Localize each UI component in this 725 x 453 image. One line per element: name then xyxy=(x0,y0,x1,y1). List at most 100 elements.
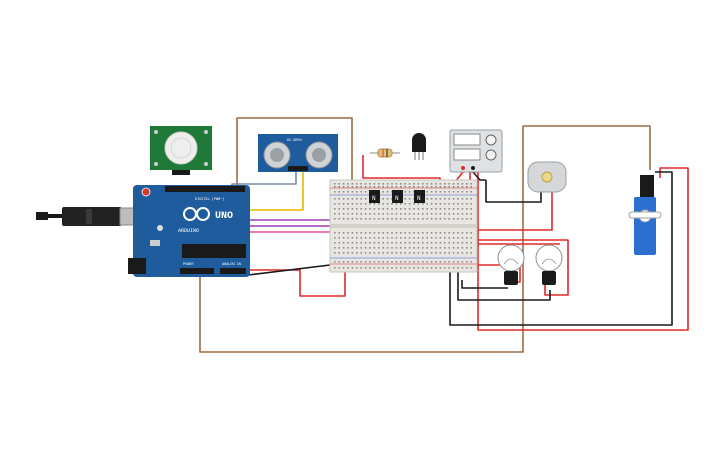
breadboard-hole[interactable] xyxy=(382,203,384,205)
breadboard-hole[interactable] xyxy=(386,183,389,185)
breadboard-hole[interactable] xyxy=(439,203,442,205)
breadboard-hole[interactable] xyxy=(382,252,384,254)
breadboard-hole[interactable] xyxy=(338,252,340,254)
breadboard-hole[interactable] xyxy=(461,232,464,234)
breadboard-hole[interactable] xyxy=(422,203,424,205)
breadboard-hole[interactable] xyxy=(347,198,349,200)
breadboard-hole[interactable] xyxy=(364,237,367,239)
breadboard-hole[interactable] xyxy=(408,186,411,188)
breadboard-hole[interactable] xyxy=(382,267,384,269)
breadboard-hole[interactable] xyxy=(404,252,406,254)
breadboard-hole[interactable] xyxy=(408,208,411,210)
breadboard-hole[interactable] xyxy=(426,191,428,193)
breadboard-hole[interactable] xyxy=(386,252,389,254)
breadboard-hole[interactable] xyxy=(356,218,358,220)
breadboard-hole[interactable] xyxy=(413,218,415,220)
breadboard-hole[interactable] xyxy=(378,237,380,239)
breadboard-hole[interactable] xyxy=(439,208,442,210)
breadboard-hole[interactable] xyxy=(373,267,376,269)
breadboard-hole[interactable] xyxy=(391,242,393,244)
breadboard-hole[interactable] xyxy=(452,213,455,215)
ultrasonic-sensor[interactable]: HC-SR04 xyxy=(258,134,338,172)
breadboard-hole[interactable] xyxy=(360,183,362,185)
breadboard-hole[interactable] xyxy=(457,237,459,239)
breadboard-hole[interactable] xyxy=(470,198,472,200)
breadboard-hole[interactable] xyxy=(426,183,428,185)
breadboard-hole[interactable] xyxy=(417,237,420,239)
breadboard-hole[interactable] xyxy=(373,208,376,210)
breadboard-hole[interactable] xyxy=(430,183,433,185)
breadboard-hole[interactable] xyxy=(470,183,472,185)
pir-sensor[interactable] xyxy=(150,126,212,175)
breadboard-hole[interactable] xyxy=(338,186,340,188)
breadboard-hole[interactable] xyxy=(413,261,415,263)
breadboard-hole[interactable] xyxy=(356,232,358,234)
breadboard-hole[interactable] xyxy=(391,232,393,234)
breadboard-hole[interactable] xyxy=(470,247,472,249)
breadboard-hole[interactable] xyxy=(470,213,472,215)
dc-motor[interactable] xyxy=(527,161,567,193)
breadboard-hole[interactable] xyxy=(364,208,367,210)
breadboard-hole[interactable] xyxy=(413,208,415,210)
breadboard-hole[interactable] xyxy=(395,242,398,244)
breadboard-hole[interactable] xyxy=(470,203,472,205)
breadboard-hole[interactable] xyxy=(334,198,336,200)
breadboard-hole[interactable] xyxy=(435,198,437,200)
breadboard-hole[interactable] xyxy=(395,261,398,263)
breadboard-hole[interactable] xyxy=(408,203,411,205)
breadboard-hole[interactable] xyxy=(452,203,455,205)
breadboard-hole[interactable] xyxy=(378,247,380,249)
breadboard-hole[interactable] xyxy=(334,218,336,220)
breadboard-hole[interactable] xyxy=(369,252,371,254)
breadboard-hole[interactable] xyxy=(360,261,362,263)
breadboard-hole[interactable] xyxy=(444,208,446,210)
breadboard-hole[interactable] xyxy=(417,247,420,249)
breadboard-hole[interactable] xyxy=(391,218,393,220)
breadboard-hole[interactable] xyxy=(457,191,459,193)
breadboard-hole[interactable] xyxy=(408,242,411,244)
breadboard-hole[interactable] xyxy=(426,242,428,244)
breadboard-hole[interactable] xyxy=(439,183,442,185)
breadboard-hole[interactable] xyxy=(342,203,345,205)
breadboard-hole[interactable] xyxy=(364,183,367,185)
breadboard-hole[interactable] xyxy=(369,232,371,234)
breadboard-hole[interactable] xyxy=(386,198,389,200)
breadboard-hole[interactable] xyxy=(430,203,433,205)
breadboard-hole[interactable] xyxy=(422,183,424,185)
breadboard-hole[interactable] xyxy=(373,203,376,205)
breadboard-hole[interactable] xyxy=(408,183,411,185)
breadboard-hole[interactable] xyxy=(400,261,402,263)
supply-knob-bottom-icon[interactable] xyxy=(485,149,497,161)
breadboard-hole[interactable] xyxy=(369,267,371,269)
wire-black-servo[interactable] xyxy=(449,171,673,326)
breadboard-hole[interactable] xyxy=(452,232,455,234)
breadboard-hole[interactable] xyxy=(351,232,354,234)
breadboard-hole[interactable] xyxy=(461,218,464,220)
breadboard-hole[interactable] xyxy=(466,203,468,205)
breadboard-hole[interactable] xyxy=(466,186,468,188)
breadboard-hole[interactable] xyxy=(408,237,411,239)
breadboard-hole[interactable] xyxy=(461,183,464,185)
breadboard-hole[interactable] xyxy=(347,247,349,249)
breadboard-hole[interactable] xyxy=(382,208,384,210)
breadboard-hole[interactable] xyxy=(448,191,450,193)
breadboard-hole[interactable] xyxy=(351,213,354,215)
breadboard-hole[interactable] xyxy=(422,232,424,234)
breadboard-hole[interactable] xyxy=(373,261,376,263)
breadboard-hole[interactable] xyxy=(452,252,455,254)
breadboard-hole[interactable] xyxy=(448,208,450,210)
breadboard-hole[interactable] xyxy=(435,237,437,239)
breadboard-hole[interactable] xyxy=(461,213,464,215)
breadboard-hole[interactable] xyxy=(426,208,428,210)
breadboard-hole[interactable] xyxy=(457,186,459,188)
breadboard-hole[interactable] xyxy=(347,252,349,254)
breadboard-hole[interactable] xyxy=(369,186,371,188)
breadboard-hole[interactable] xyxy=(356,183,358,185)
breadboard-hole[interactable] xyxy=(347,203,349,205)
breadboard-hole[interactable] xyxy=(417,208,420,210)
breadboard-hole[interactable] xyxy=(452,208,455,210)
breadboard-hole[interactable] xyxy=(356,186,358,188)
breadboard-hole[interactable] xyxy=(466,218,468,220)
breadboard-hole[interactable] xyxy=(435,247,437,249)
breadboard-hole[interactable] xyxy=(461,267,464,269)
